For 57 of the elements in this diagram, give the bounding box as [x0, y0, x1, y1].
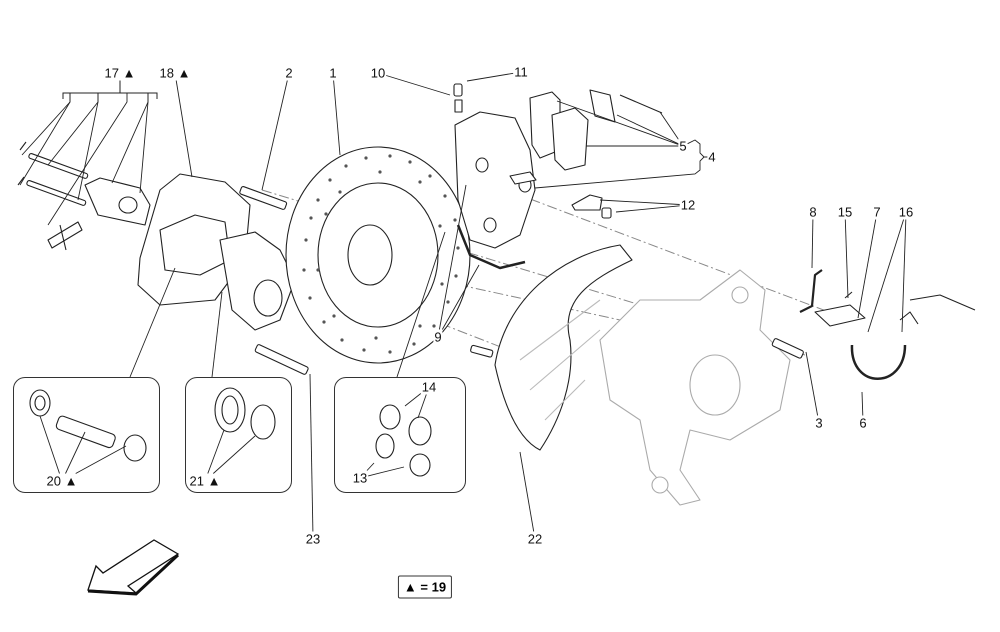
leader-line — [858, 219, 876, 318]
leader-line — [310, 374, 314, 532]
leader-line — [262, 80, 288, 190]
callout-number: 3 — [814, 416, 824, 430]
callout-number: 8 — [808, 204, 818, 220]
leader-line — [396, 232, 446, 378]
leader-line — [120, 80, 148, 194]
leader-line — [616, 114, 679, 144]
note-box: ▲ = 19 — [398, 576, 452, 598]
callout-number: 5 — [678, 138, 688, 154]
leader-line — [207, 430, 224, 474]
callout-number: 22 — [526, 532, 544, 546]
leader-line — [616, 205, 680, 212]
leader-line — [687, 139, 708, 158]
leader-line — [660, 112, 679, 140]
leader-line — [556, 100, 679, 145]
callout-number: 12 — [680, 198, 696, 212]
leader-line — [368, 466, 404, 476]
callout-number: 16 — [898, 204, 914, 220]
callout-number: 23 — [304, 532, 322, 546]
callout-number: 4 — [707, 150, 717, 164]
leader-line — [366, 462, 374, 471]
callout-number: 1 — [328, 66, 338, 80]
leader-line — [844, 219, 848, 298]
leader-line — [442, 264, 480, 330]
callout-number: 15 — [836, 204, 854, 220]
leader-line — [40, 416, 60, 474]
leader-line — [333, 80, 340, 156]
leader-line — [65, 432, 86, 474]
leader-line — [466, 72, 514, 82]
callout-number: 14 — [420, 380, 438, 394]
leader-line — [176, 80, 192, 178]
callout-number: 7 — [872, 204, 882, 220]
leader-line — [404, 393, 422, 406]
leader-line — [520, 452, 534, 532]
leader-line — [812, 219, 814, 268]
leader-line — [438, 184, 466, 330]
callout-number: 6 — [858, 416, 868, 430]
leader-line — [862, 392, 864, 416]
callout-number: 9 — [433, 330, 443, 344]
callout-number: 11 — [513, 64, 529, 80]
inset-panel — [334, 377, 466, 493]
callout-number: 10 — [370, 66, 386, 80]
leader-line — [75, 446, 126, 474]
leader-line — [902, 219, 906, 332]
leader-line — [212, 292, 222, 378]
inset-panel — [185, 377, 292, 493]
callout-number: 2 — [284, 66, 294, 80]
leader-line — [418, 394, 427, 418]
leader-line — [386, 75, 450, 96]
leader-line — [600, 200, 680, 205]
leader-line — [130, 268, 176, 378]
inset-panel — [13, 377, 160, 493]
leader-line — [212, 436, 256, 474]
leader-line — [806, 352, 818, 416]
leader-line — [868, 219, 904, 332]
callout-number: 13 — [352, 470, 368, 486]
